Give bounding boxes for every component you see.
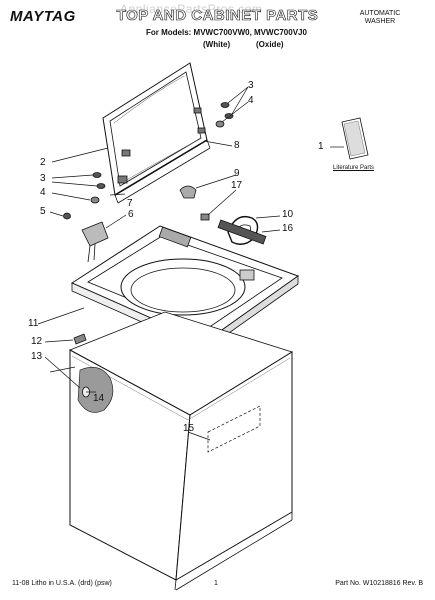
callout-10: 10 <box>282 209 294 220</box>
product-type-line1: AUTOMATIC <box>359 10 401 17</box>
callout-4-left: 4 <box>40 187 46 198</box>
lid-hinges <box>117 107 206 184</box>
callout-13: 13 <box>31 351 43 362</box>
bleach-handle <box>217 215 267 245</box>
literature-booklet <box>341 117 369 160</box>
watermark: AppliancePartsPros.com <box>120 2 263 16</box>
callout-4-right: 4 <box>248 95 254 106</box>
footer-part-number: Part No. W10218816 Rev. B <box>335 580 423 587</box>
callout-8: 8 <box>234 140 240 151</box>
callout-11: 11 <box>28 318 39 329</box>
callout-15: 15 <box>183 423 195 434</box>
strike-bracket <box>179 185 210 221</box>
product-type-line2: WASHER <box>364 18 396 25</box>
color-oxide: (Oxide) <box>256 40 284 49</box>
callout-16: 16 <box>282 223 294 234</box>
callout-12: 12 <box>31 336 43 347</box>
callout-3-right: 3 <box>248 80 254 91</box>
callout-2: 2 <box>40 157 46 168</box>
lid <box>102 62 211 204</box>
brand-logo: MAYTAG <box>10 8 76 25</box>
callout-17: 17 <box>231 180 243 191</box>
color-white: (White) <box>203 40 231 49</box>
page-title: TOP AND CABINET PARTS <box>116 7 319 25</box>
callout-9: 9 <box>234 168 240 179</box>
cabinet <box>69 311 293 591</box>
callout-1: 1 <box>318 141 324 152</box>
callout-14: 14 <box>93 393 105 404</box>
models-line: For Models: MVWC700VW0, MVWC700VJ0 <box>146 28 307 37</box>
footer-litho: 11-08 Litho in U.S.A. (drd) (psw) <box>12 580 112 587</box>
callout-5: 5 <box>40 206 46 217</box>
footer-page-number: 1 <box>214 580 218 587</box>
lid-switch <box>81 221 109 263</box>
clip <box>73 333 87 345</box>
callout-3-left: 3 <box>40 173 46 184</box>
leader-lines <box>37 86 344 441</box>
callout-7: 7 <box>127 198 133 209</box>
top-cover <box>70 225 300 351</box>
product-type: AUTOMATIC WASHER <box>345 10 415 26</box>
callout-6: 6 <box>128 209 134 220</box>
literature-parts-label: Literature Parts <box>333 165 375 171</box>
